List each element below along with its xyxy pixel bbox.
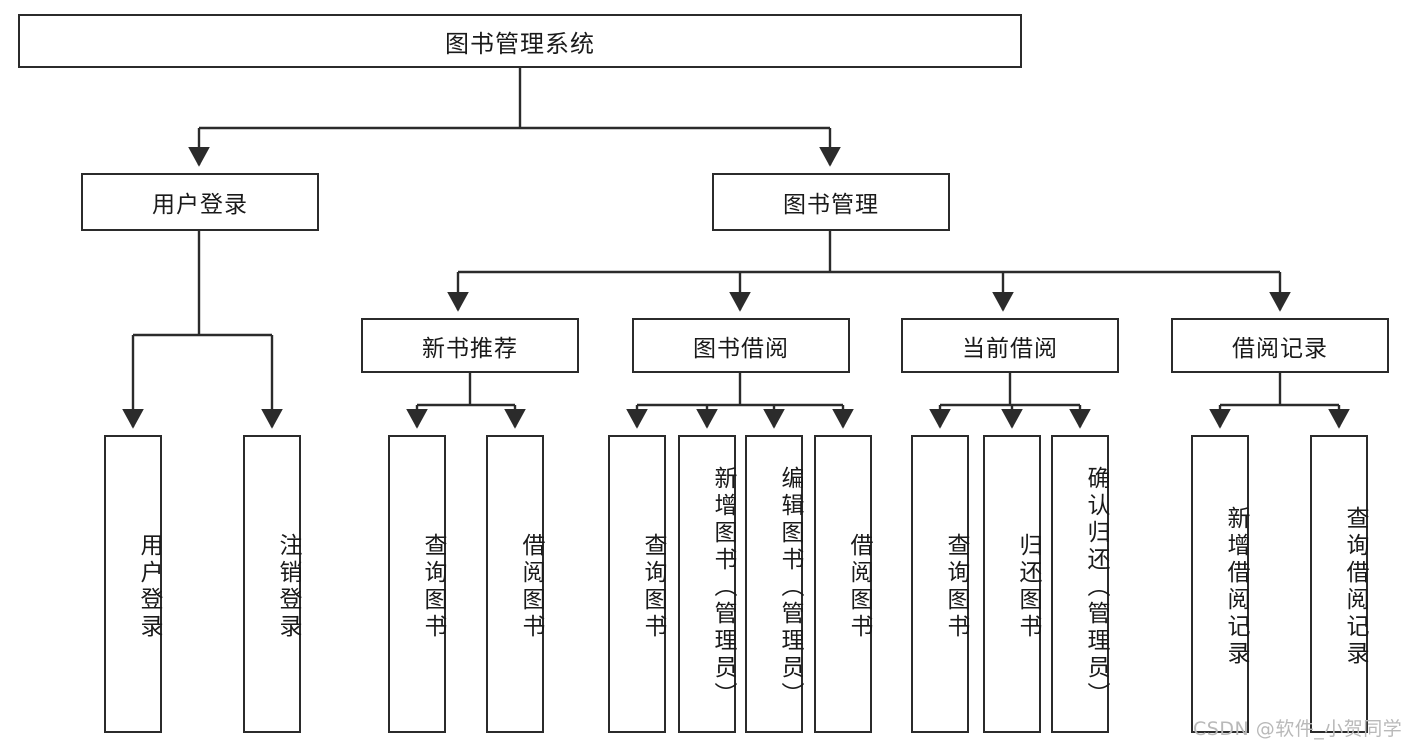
node-user-login[interactable]: 用户登录 (81, 173, 319, 231)
node-borrow-record[interactable]: 借阅记录 (1171, 318, 1389, 373)
leaf-borrow-book[interactable]: 借阅图书 (814, 435, 872, 733)
node-current-borrow[interactable]: 当前借阅 (901, 318, 1119, 373)
leaf-return-book[interactable]: 归还图书 (983, 435, 1041, 733)
node-book-borrow[interactable]: 图书借阅 (632, 318, 850, 373)
leaf-query-book-recommend[interactable]: 查询图书 (388, 435, 446, 733)
node-root-system[interactable]: 图书管理系统 (18, 14, 1022, 68)
leaf-add-borrow-record[interactable]: 新增借阅记录 (1191, 435, 1249, 733)
leaf-edit-book-admin[interactable]: 编辑图书（管理员） (745, 435, 803, 733)
leaf-query-borrow-record[interactable]: 查询借阅记录 (1310, 435, 1368, 733)
leaf-query-book-borrow[interactable]: 查询图书 (608, 435, 666, 733)
leaf-borrow-book-recommend[interactable]: 借阅图书 (486, 435, 544, 733)
leaf-confirm-return-admin[interactable]: 确认归还（管理员） (1051, 435, 1109, 733)
leaf-logout-login[interactable]: 注销登录 (243, 435, 301, 733)
leaf-query-book-current[interactable]: 查询图书 (911, 435, 969, 733)
leaf-user-login[interactable]: 用户登录 (104, 435, 162, 733)
leaf-add-book-admin[interactable]: 新增图书（管理员） (678, 435, 736, 733)
node-book-manage[interactable]: 图书管理 (712, 173, 950, 231)
csdn-watermark: CSDN @软件_小贺同学 (1193, 718, 1403, 740)
node-new-book-recommend[interactable]: 新书推荐 (361, 318, 579, 373)
